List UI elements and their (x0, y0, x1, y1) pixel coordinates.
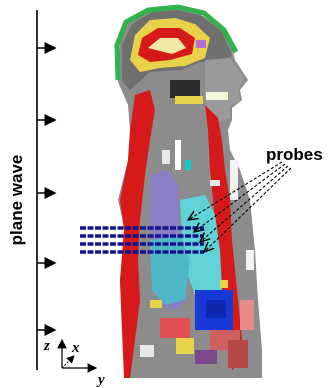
axis-z-label: z (43, 338, 50, 354)
axis-y-label: y (96, 372, 105, 388)
human-phantom (117, 7, 262, 378)
plane-wave-arrows (37, 10, 55, 370)
plane-wave-label: plane wave (7, 155, 26, 246)
probes-label: probes (266, 145, 323, 164)
axis-x-label: x (71, 340, 80, 356)
